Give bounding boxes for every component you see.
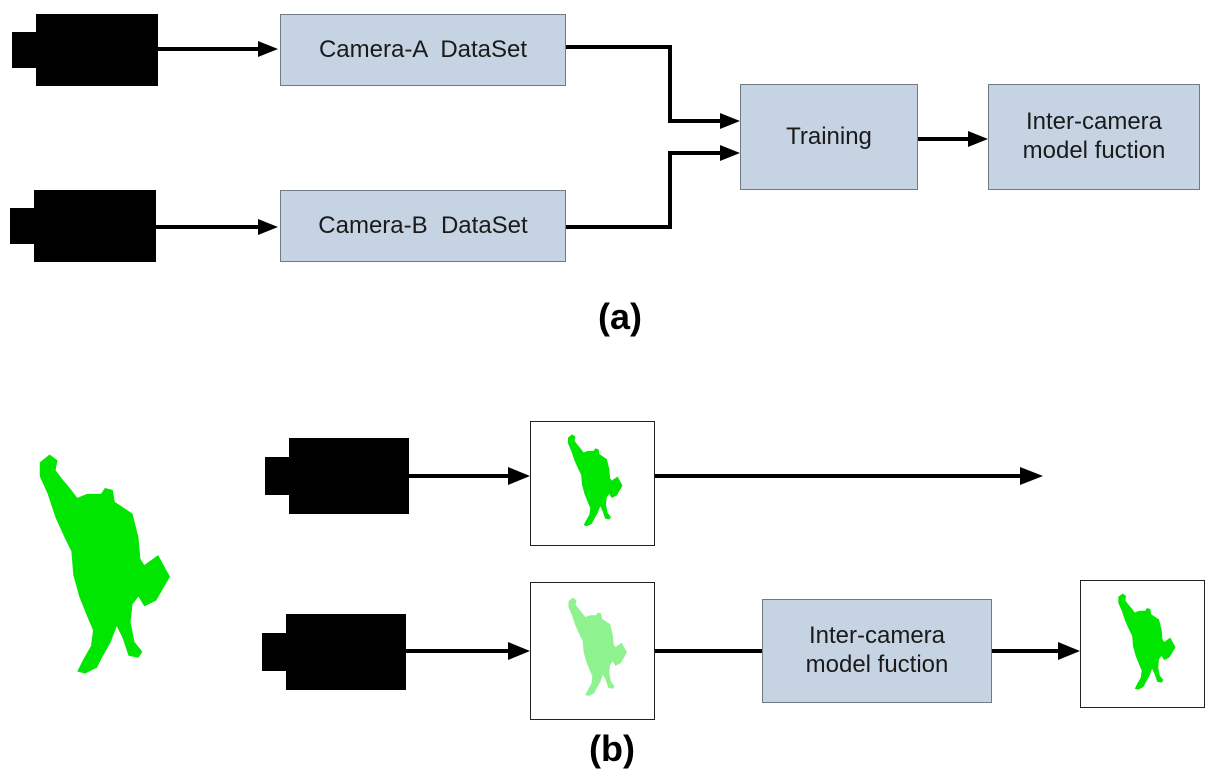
arrow-dataset-a-to-training (566, 45, 724, 123)
camera-2-image (530, 582, 655, 720)
training-box: Training (740, 84, 918, 190)
model-label-line1: Inter-camera (808, 622, 946, 650)
camera-icon (10, 190, 156, 262)
model-label-line2: model fuction (805, 651, 949, 678)
arrow-icon (258, 219, 278, 235)
person-silhouette-faded-icon (568, 597, 627, 696)
converted-image (1080, 580, 1205, 708)
camera-b-dataset-box: Camera-B DataSet (280, 190, 566, 262)
person-silhouette-icon (39, 454, 170, 674)
training-label: Training (786, 122, 872, 150)
arrow-icon (1020, 467, 1043, 485)
arrow-icon (508, 642, 530, 660)
camera-a-dataset-box: Camera-A DataSet (280, 14, 566, 86)
arrow-dataset-b-to-training (566, 151, 724, 229)
inter-camera-model-box-a: Inter-camera model fuction (988, 84, 1200, 190)
arrow-icon (258, 41, 278, 57)
arrow-icon (720, 145, 740, 161)
inter-camera-model-box-b: Inter-camera model fuction (762, 599, 992, 703)
person-silhouette-icon (1118, 593, 1176, 690)
arrow-icon (968, 131, 988, 147)
person-silhouette-icon (567, 434, 623, 527)
panel-a-connectors (155, 41, 988, 235)
camera-1-image (530, 421, 655, 546)
model-label-line2: model fuction (1022, 137, 1166, 164)
camera-icon (265, 438, 409, 514)
arrow-icon (720, 113, 740, 129)
camera-b-dataset-label: Camera-B DataSet (318, 211, 528, 239)
caption-b: (b) (589, 728, 635, 769)
camera-icon (12, 14, 158, 86)
arrow-icon (1058, 642, 1080, 660)
arrow-icon (508, 467, 530, 485)
caption-a: (a) (598, 296, 642, 337)
camera-icon (262, 614, 406, 690)
model-label-line1: Inter-camera (1025, 108, 1163, 136)
panel-b-connectors (405, 467, 1080, 660)
camera-a-dataset-label: Camera-A DataSet (318, 35, 528, 63)
